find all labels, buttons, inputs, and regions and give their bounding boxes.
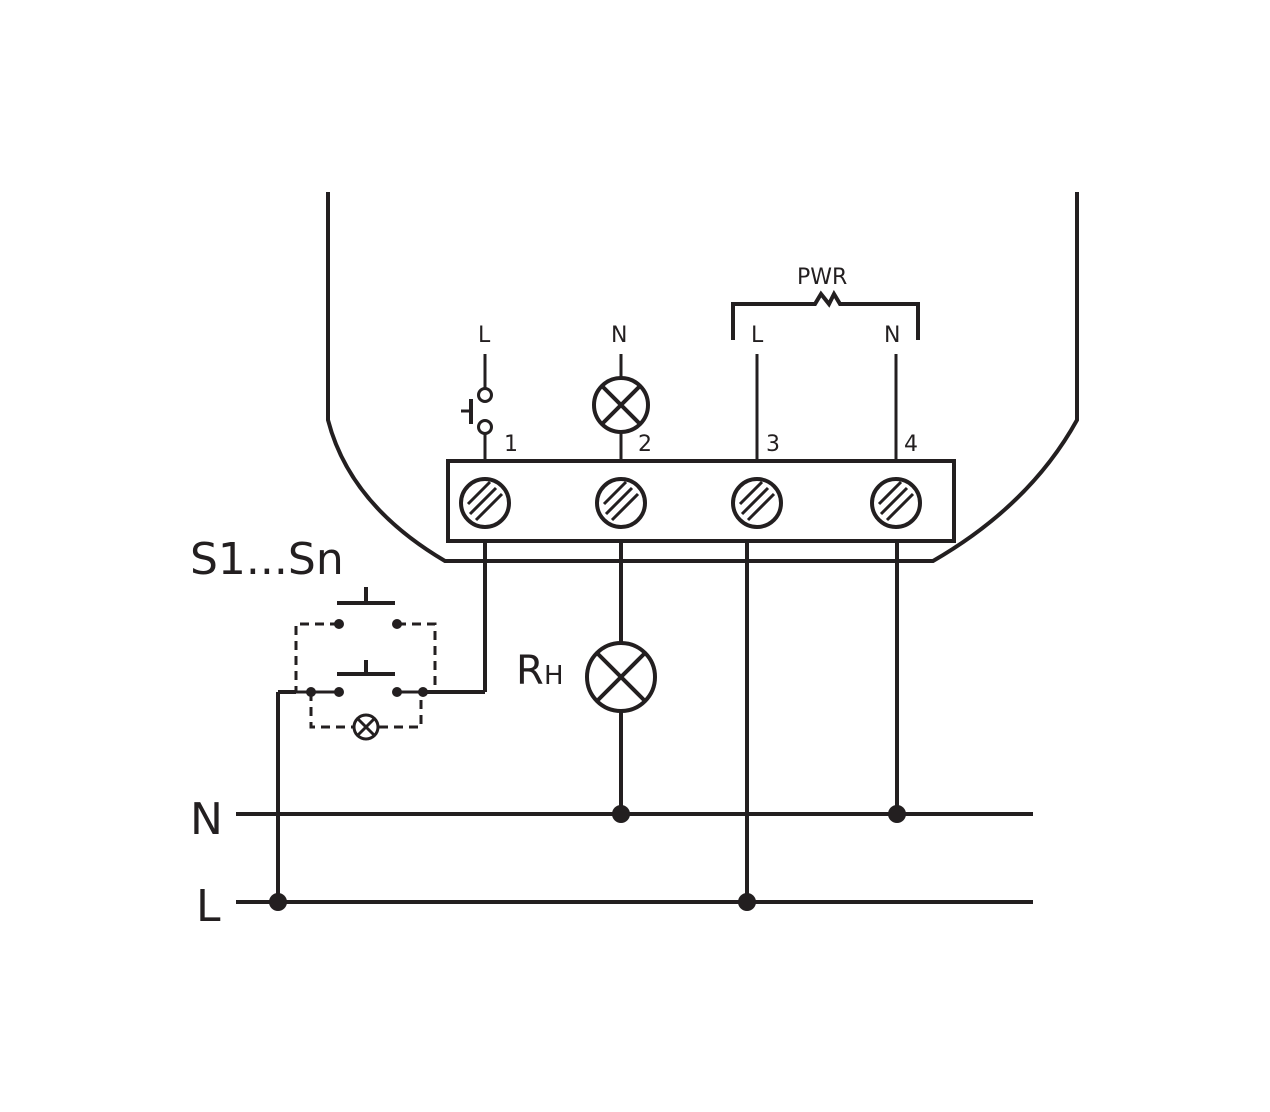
load-lamp-rh [585, 641, 657, 713]
terminal-screw-3 [731, 477, 783, 529]
terminal-4-feed-label: N [884, 323, 900, 348]
junction-dot [738, 893, 756, 911]
terminal-screw-1 [459, 477, 511, 529]
terminal-number-3: 3 [766, 432, 780, 457]
load-subscript: H [544, 661, 564, 691]
terminal-1-feed-label: L [478, 323, 491, 348]
terminal-number-4: 4 [904, 432, 918, 457]
junction-dot [888, 805, 906, 823]
terminal-2-feed-label: N [611, 323, 627, 348]
line-bus-label: L [196, 881, 221, 932]
terminal-block [446, 459, 956, 543]
neutral-bus-label: N [190, 794, 223, 845]
junction-dot [269, 893, 287, 911]
switches-label: S1...Sn [190, 534, 344, 585]
terminal-screw-2 [595, 477, 647, 529]
terminal-3-feed-label: L [751, 323, 764, 348]
indicator-lamp-symbol [592, 354, 650, 461]
junction-dot [612, 805, 630, 823]
terminal-number-1: 1 [504, 432, 518, 457]
pwr-bracket [731, 289, 920, 340]
parallel-pushbuttons [294, 587, 437, 741]
terminal-screw-4 [870, 477, 922, 529]
device-housing [326, 192, 1079, 563]
pwr-label: PWR [797, 265, 847, 290]
terminal-number-2: 2 [638, 432, 652, 457]
load-label: R [516, 648, 544, 694]
pushbutton-symbol [461, 354, 493, 461]
